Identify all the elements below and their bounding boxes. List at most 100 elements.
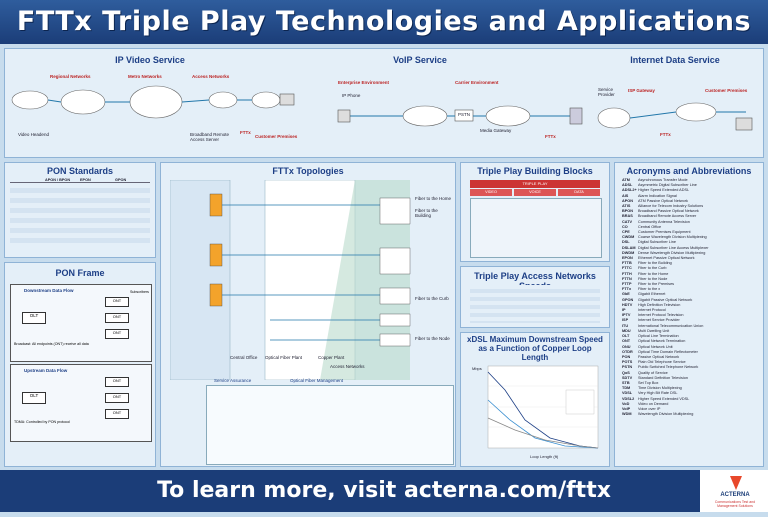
- acronyms-panel: [614, 162, 764, 467]
- footer-bar: [0, 470, 768, 512]
- acronym-abbr: VDSL: [622, 391, 633, 396]
- acronyms-title: Acronyms and Abbreviations: [626, 166, 752, 176]
- acronym-abbr: MDU: [622, 328, 631, 333]
- pon-col-3: GPON: [115, 178, 127, 182]
- acronym-definition: Optical Line Termination: [638, 334, 679, 339]
- bras-label: Broadband Remote Access Server: [190, 132, 230, 142]
- fttn-label: Fiber to the Node: [415, 336, 450, 341]
- acronym-abbr: VoD: [622, 401, 630, 406]
- acronym-abbr: FTTx: [622, 287, 632, 292]
- acronym-abbr: PON: [622, 354, 631, 359]
- acronym-abbr: SDTV: [622, 375, 633, 380]
- acronym-definition: Alliance for Telecom Industry Solutions: [638, 204, 704, 209]
- acronym-definition: Optical Time Domain Reflectometer: [638, 349, 698, 354]
- fttc-label: Fiber to the Curb: [415, 296, 449, 301]
- acronym-definition: Gigabit Ethernet: [638, 292, 666, 297]
- fttb-label: Fiber to the Building: [415, 208, 438, 218]
- ftth-label: Fiber to the Home: [415, 196, 452, 201]
- acronym-abbr: GbE: [622, 292, 630, 297]
- acronym-abbr: WDM: [622, 412, 632, 417]
- optical-plant-label: Optical Fiber Plant: [265, 355, 303, 360]
- header-bar: [0, 0, 768, 44]
- media-gw-label: Media Gateway: [480, 128, 512, 133]
- customer-label-3: Customer Premises: [705, 88, 748, 93]
- acronym-abbr: CPE: [622, 230, 630, 235]
- acronym-definition: Community Antenna Television: [638, 219, 690, 224]
- acronym-definition: Fiber to the x: [638, 287, 661, 292]
- building-blocks-title: Triple Play Building Blocks: [477, 166, 593, 176]
- metro-label: Metro Networks: [128, 74, 162, 79]
- acronym-definition: Fiber to the Home: [638, 271, 669, 276]
- ont-down-1: ONT: [105, 297, 129, 307]
- acronym-definition: Internet Service Provider: [638, 318, 680, 323]
- acronym-abbr: ADSL: [622, 183, 633, 188]
- acronym-definition: Coarse Wavelength Division Multiplexing: [638, 235, 707, 240]
- footer-cta[interactable]: To learn more, visit acterna.com/fttx: [157, 478, 611, 503]
- acronym-abbr: ONT: [622, 339, 631, 344]
- acronym-definition: High Definition Television: [638, 302, 681, 307]
- acronym-abbr: TDM: [622, 386, 631, 391]
- acronym-abbr: IP: [622, 308, 626, 313]
- acronym-abbr: APON: [622, 198, 633, 203]
- acronym-definition: Optical Network Unit: [638, 344, 673, 349]
- acronym-definition: Multi Dwelling Unit: [638, 328, 670, 333]
- fttx-label-2: FTTx: [545, 134, 556, 139]
- ip-video-diagram: [11, 85, 295, 119]
- brand-tagline: Communications Test and Management Solut…: [714, 500, 756, 508]
- carrier-label: Carrier Environment: [455, 80, 499, 85]
- internet-diagram: [597, 102, 753, 131]
- copper-plant-label: Copper Plant: [318, 355, 345, 360]
- access-networks-label: Access Networks: [330, 364, 365, 369]
- acronym-definition: Ethernet Passive Optical Network: [638, 256, 695, 261]
- acronym-definition: Broadband Remote Access Server: [638, 214, 697, 219]
- acronym-definition: Broadband Passive Optical Network: [638, 209, 699, 214]
- acronym-definition: Digital Subscriber Line Access Multiplex…: [638, 245, 709, 250]
- acronym-abbr: IPTV: [622, 313, 631, 318]
- broadcast-note: Broadcast: All endpoints (ONT) receive a…: [14, 342, 89, 346]
- acronym-definition: Fiber to the Node: [638, 276, 668, 281]
- acronym-abbr: FTTN: [622, 276, 632, 281]
- acronym-abbr: ATIS: [622, 204, 631, 209]
- acronym-row: OTDR Optical Time Domain Reflectometer: [622, 350, 760, 355]
- acronym-definition: Higher Speed Extended VDSL: [638, 396, 690, 401]
- acronym-definition: Fiber to the Premises: [638, 282, 675, 287]
- acronym-abbr: CO: [622, 224, 628, 229]
- speeds-table: [470, 285, 600, 323]
- voip-diagram: [337, 105, 583, 127]
- pon-standards-table: APON / BPON EPON GPON: [10, 178, 150, 243]
- acronym-definition: Time Division Multiplexing: [638, 386, 682, 391]
- ont-down-3: ONT: [105, 329, 129, 339]
- acronym-definition: Digital Subscriber Line: [638, 240, 676, 245]
- acronym-abbr: PSTN: [622, 365, 633, 370]
- access-label: Access Networks: [192, 74, 230, 79]
- page-title: FTTx Triple Play Technologies and Applic…: [16, 6, 752, 37]
- acronym-abbr: DWDM: [622, 250, 635, 255]
- subscribers-label-1: Subscribers: [130, 290, 149, 294]
- acronym-abbr: OTDR: [622, 349, 633, 354]
- acronym-definition: Fiber to the Building: [638, 261, 672, 266]
- acronym-row: FTTx Fiber to the x: [622, 287, 760, 292]
- provider-label: Service Provider: [598, 87, 615, 97]
- acronym-definition: Central Office: [638, 224, 662, 229]
